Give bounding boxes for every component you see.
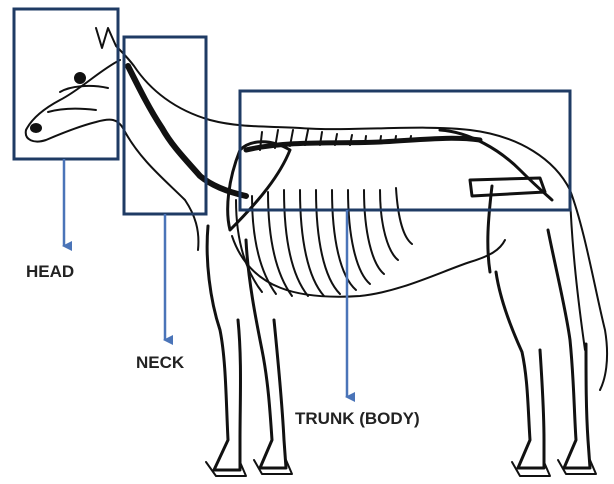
- hind-leg-left: [496, 272, 544, 468]
- femur: [488, 186, 492, 272]
- cervical-vertebrae: [128, 66, 246, 196]
- neck-label: NECK: [136, 353, 184, 373]
- horse-eye: [75, 73, 85, 83]
- hind-leg-right: [548, 230, 590, 468]
- trunk-label: TRUNK (BODY): [295, 409, 420, 429]
- neck-region-box: [124, 37, 206, 214]
- front-leg-left: [207, 226, 240, 470]
- horse-nostril: [31, 124, 41, 132]
- head-label: HEAD: [26, 262, 74, 282]
- rib-cage: [236, 188, 412, 296]
- head-region-box: [14, 9, 118, 159]
